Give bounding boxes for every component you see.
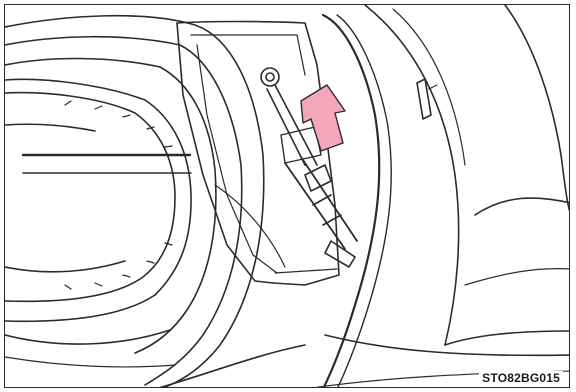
up-arrow-icon bbox=[301, 85, 345, 151]
illustration-frame: STO82BG015 bbox=[4, 4, 570, 388]
rear-trim-panel bbox=[323, 5, 570, 388]
spare-tire bbox=[5, 16, 264, 388]
figure-code: STO82BG015 bbox=[479, 371, 563, 385]
jack-storage-illustration bbox=[5, 5, 570, 388]
